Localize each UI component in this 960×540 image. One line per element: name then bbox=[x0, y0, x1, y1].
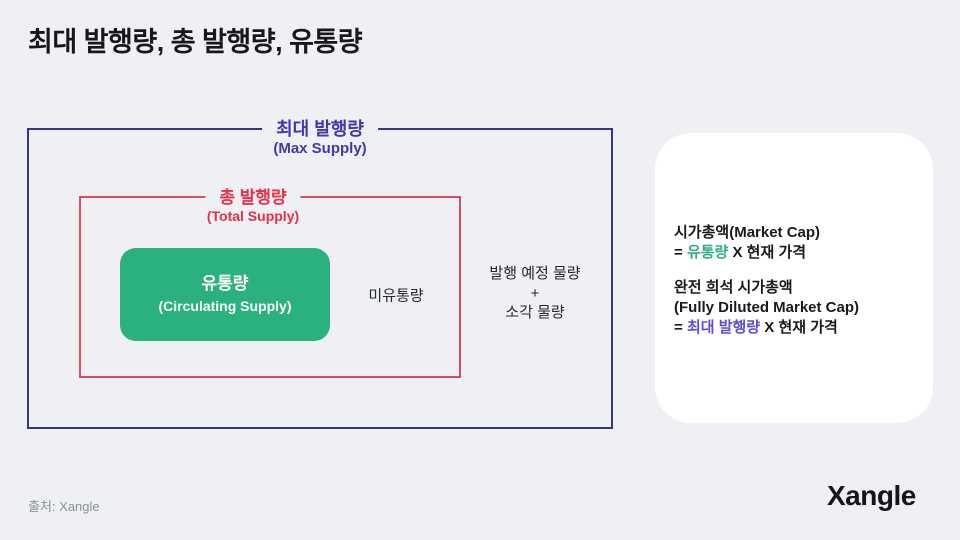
market-cap-block: 시가총액(Market Cap) = 유통량 X 현재 가격 bbox=[674, 223, 859, 263]
source-note: 출처: Xangle bbox=[28, 499, 100, 514]
max-supply-label-ko: 최대 발행량 bbox=[262, 118, 378, 140]
fdv-title-line1: 완전 희석 시가총액 bbox=[674, 279, 793, 296]
circulating-supply-box: 유통량 (Circulating Supply) bbox=[120, 248, 330, 341]
market-cap-eq-suffix: X 현재 가격 bbox=[728, 244, 807, 261]
market-cap-card-content: 시가총액(Market Cap) = 유통량 X 현재 가격 완전 희석 시가총… bbox=[674, 223, 859, 338]
max-supply-label-en: (Max Supply) bbox=[273, 140, 367, 157]
pending-plus-sign: + bbox=[530, 284, 540, 302]
total-supply-label: 총 발행량 (Total Supply) bbox=[205, 187, 301, 225]
circulating-supply-label-ko: 유통량 bbox=[201, 274, 249, 293]
total-supply-label-en: (Total Supply) bbox=[206, 208, 300, 224]
page-title: 최대 발행량, 총 발행량, 유통량 bbox=[28, 27, 363, 57]
max-supply-box: 최대 발행량 (Max Supply) 총 발행량 (Total Supply)… bbox=[27, 118, 613, 429]
pending-and-burned-label: 발행 예정 물량 + 소각 물량 bbox=[489, 264, 580, 323]
market-cap-equation: = 유통량 X 현재 가격 bbox=[674, 243, 859, 263]
total-supply-label-ko: 총 발행량 bbox=[205, 187, 301, 208]
fdv-title-line2: (Fully Diluted Market Cap) bbox=[674, 299, 860, 316]
non-circulating-label: 미유통량 bbox=[368, 287, 424, 305]
fdv-eq-suffix: X 현재 가격 bbox=[760, 319, 838, 336]
market-cap-eq-term: 유통량 bbox=[686, 244, 729, 261]
max-supply-label: 최대 발행량 (Max Supply) bbox=[262, 118, 378, 158]
fdv-eq-prefix: = bbox=[674, 319, 687, 336]
market-cap-title: 시가총액(Market Cap) bbox=[674, 224, 821, 241]
circulating-supply-label-en: (Circulating Supply) bbox=[158, 298, 292, 314]
pending-line-2: 소각 물량 bbox=[505, 303, 565, 321]
pending-line-1: 발행 예정 물량 bbox=[489, 264, 581, 282]
xangle-logo: Xangle bbox=[827, 480, 916, 511]
market-cap-eq-prefix: = bbox=[674, 244, 687, 261]
market-cap-card: 시가총액(Market Cap) = 유통량 X 현재 가격 완전 희석 시가총… bbox=[655, 133, 933, 423]
fdv-equation: = 최대 발행량 X 현재 가격 bbox=[674, 318, 859, 338]
fdv-eq-term: 최대 발행량 bbox=[686, 319, 761, 336]
fdv-block: 완전 희석 시가총액 (Fully Diluted Market Cap) = … bbox=[674, 278, 859, 338]
total-supply-box: 총 발행량 (Total Supply) 유통량 (Circulating Su… bbox=[79, 187, 461, 378]
